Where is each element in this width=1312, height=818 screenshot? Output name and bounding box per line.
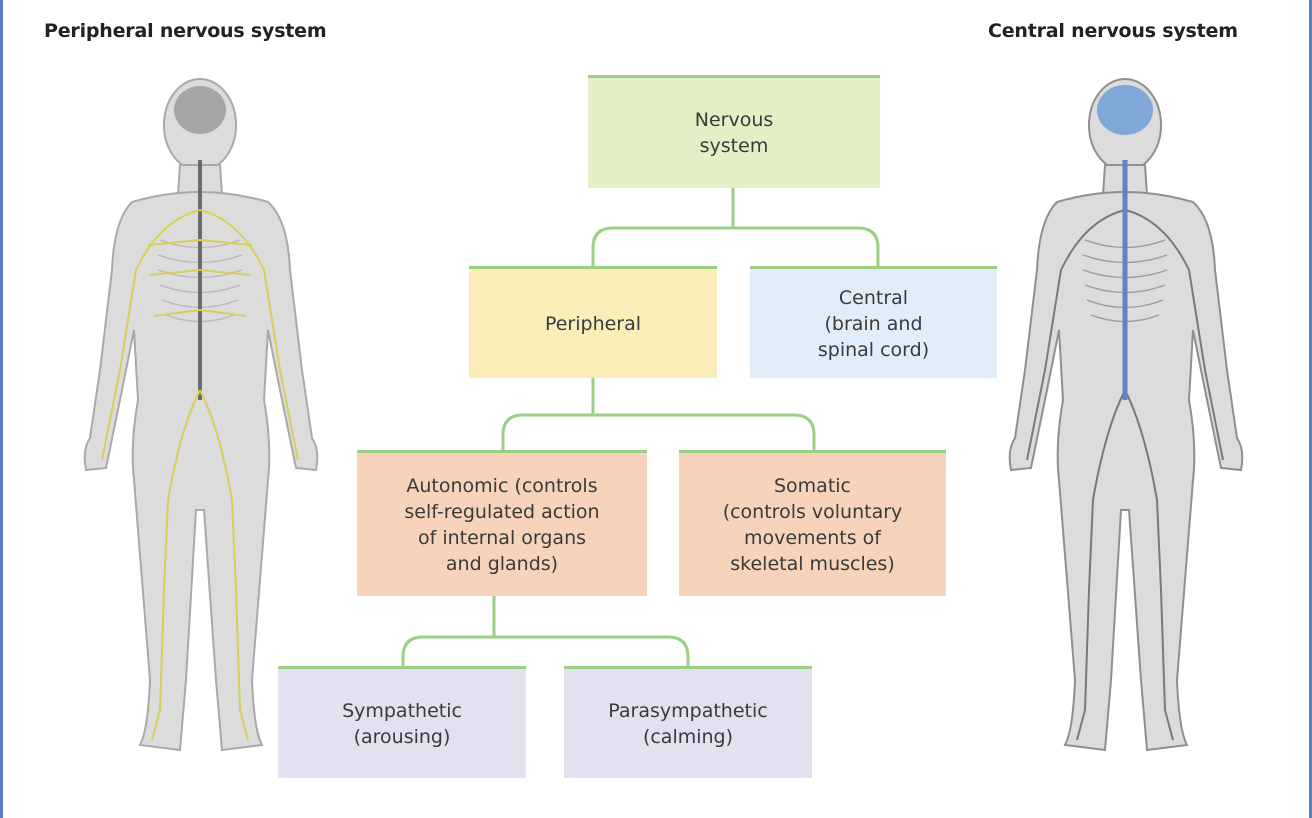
central-nervous-system-caption: Central nervous system [988,20,1238,42]
autonomic-box: Autonomic (controls self-regulated actio… [357,450,647,596]
somatic-label: Somatic (controls voluntary movements of… [722,474,903,575]
parasympathetic-box: Parasympathetic (calming) [564,666,812,778]
brain-blue [1097,85,1153,135]
peripheral-nerves-gray [1026,209,1224,741]
frame-border-right [1309,0,1312,818]
central-box: Central (brain and spinal cord) [750,266,997,378]
peripheral-box: Peripheral [469,266,717,378]
parasympathetic-label: Parasympathetic (calming) [608,699,768,748]
brain [174,86,226,134]
central-label: Central (brain and spinal cord) [817,286,930,361]
central-body-figure [1008,78,1244,752]
frame-border-left [0,0,3,818]
autonomic-label: Autonomic (controls self-regulated actio… [404,474,600,575]
peripheral-nervous-system-caption: Peripheral nervous system [44,20,327,42]
somatic-box: Somatic (controls voluntary movements of… [679,450,946,596]
nervous-system-label: Nervous system [694,109,774,157]
sympathetic-label: Sympathetic (arousing) [342,699,462,748]
sympathetic-box: Sympathetic (arousing) [278,666,526,778]
peripheral-body-figure [83,78,319,752]
torso-and-limbs [83,191,319,752]
peripheral-label: Peripheral [544,312,642,335]
peripheral-nerves [101,209,299,741]
nervous-system-box: Nervous system [588,75,880,188]
